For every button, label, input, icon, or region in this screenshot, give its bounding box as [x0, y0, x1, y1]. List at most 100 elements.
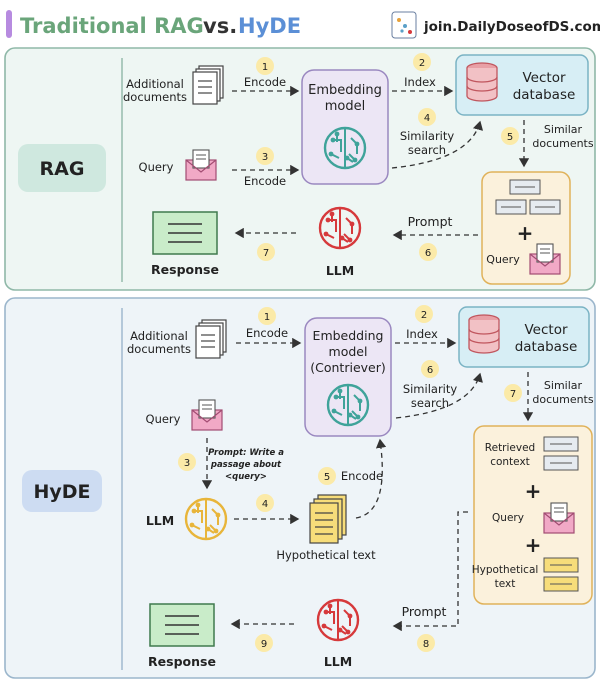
hyde-arrow-encode-5: [355, 438, 387, 519]
brand-text: join.DailyDoseofDS.com: [423, 19, 600, 35]
hyde-step-7: 7: [510, 389, 516, 400]
hyde-plus-icon-2: +: [525, 533, 542, 557]
rag-response-label: Response: [151, 262, 219, 277]
rag-context-query-label: Query: [486, 253, 520, 266]
title-hyde: HyDE: [238, 14, 301, 38]
hyde-step-6: 6: [427, 365, 433, 376]
brand-logo-icon: [391, 11, 417, 39]
rag-step-2-badge: [413, 53, 431, 71]
rag-step-1-badge: [256, 57, 274, 75]
hyde-step-4: 4: [262, 499, 268, 510]
hyde-additional-docs-label-1: Additional: [130, 329, 188, 343]
title-traditional-rag: Traditional RAG: [20, 14, 204, 38]
hyde-additional-docs-label-2: documents: [127, 342, 191, 356]
rag-step-5-badge: [501, 127, 519, 145]
hyde-arrow-similarity: [395, 372, 483, 419]
rag-response-icon: [152, 211, 218, 255]
rag-vector-db-label-1: Vector: [522, 70, 565, 86]
hyde-index-label: Index: [406, 327, 438, 341]
hyde-step-1: 1: [264, 312, 270, 323]
rag-similar-docs-label-2: documents: [532, 137, 593, 150]
hyde-step-4-badge: [256, 494, 274, 512]
hyde-similarity-label-1: Similarity: [403, 382, 458, 396]
hyde-prompt-note-2: passage about: [210, 460, 282, 470]
rag-similarity-label-2: search: [408, 143, 446, 157]
rag-label: RAG: [40, 158, 85, 180]
hyde-query-label: Query: [146, 412, 181, 426]
hyde-context-query-label: Query: [492, 512, 524, 524]
rag-additional-docs-label-1: Additional: [126, 77, 184, 91]
hyde-encode-5-label: Encode: [341, 469, 383, 483]
hyde-panel: [4, 297, 596, 679]
hyde-step-5: 5: [324, 472, 330, 483]
rag-step-5: 5: [507, 132, 513, 143]
hyde-step-7-badge: [504, 384, 522, 402]
hyde-label: HyDE: [33, 481, 90, 503]
hyde-retrieved-context-label-1: Retrieved: [485, 442, 535, 454]
hyde-step-9: 9: [261, 639, 267, 650]
hyde-response-label: Response: [148, 654, 216, 669]
hyde-step-3-badge: [178, 453, 196, 471]
hyde-retrieved-docs-icon: [543, 436, 579, 471]
hyde-hypothetical-docs-icon: [543, 557, 579, 592]
hyde-embedding-label-3: (Contriever): [310, 360, 385, 375]
rag-encode-3-label: Encode: [244, 174, 286, 188]
rag-encode-1-label: Encode: [244, 75, 286, 89]
hyde-embedding-model-box: [304, 317, 392, 437]
rag-embedding-label-2: model: [325, 99, 365, 114]
hyde-response-icon: [149, 603, 215, 647]
hyde-similar-docs-label-2: documents: [532, 393, 593, 406]
rag-step-4: 4: [424, 113, 430, 124]
rag-step-4-badge: [418, 108, 436, 126]
hyde-documents-icon: [195, 319, 227, 359]
rag-database-icon: [466, 62, 498, 102]
hyde-arrow-prompt: [392, 511, 468, 632]
hyde-step-2: 2: [421, 310, 427, 321]
rag-step-1: 1: [262, 62, 268, 73]
hyde-step-8-badge: [417, 634, 435, 652]
hyde-embedding-label-1: Embedding: [313, 328, 384, 343]
rag-query-label: Query: [139, 160, 174, 174]
rag-arrow-similarity: [391, 120, 484, 169]
hyde-plus-icon-1: +: [525, 479, 542, 503]
header-accent-bar: [6, 10, 12, 38]
hyde-similar-docs-label-1: Similar: [544, 379, 583, 392]
title-vs: vs.: [203, 14, 237, 38]
hyde-prompt-note-1: Prompt: Write a: [208, 448, 284, 458]
hyde-embedding-label-2: model: [329, 344, 368, 359]
hyde-hypothetical-text-label: Hypothetical text: [276, 548, 376, 562]
hyde-step-2-badge: [415, 305, 433, 323]
rag-vector-db-label-2: database: [513, 87, 576, 103]
hyde-step-3: 3: [184, 458, 190, 469]
rag-step-6: 6: [425, 248, 431, 259]
hyde-step-6-badge: [421, 360, 439, 378]
rag-prompt-label: Prompt: [408, 214, 453, 229]
hyde-vector-db-label-2: database: [515, 339, 578, 355]
rag-retrieved-docs-icon: [495, 179, 561, 215]
hyde-retrieved-context-label-2: context: [490, 456, 530, 468]
hyde-prompt-label: Prompt: [402, 604, 447, 619]
rag-step-7: 7: [263, 248, 269, 259]
hyde-hypothetical-text-icon: [309, 494, 347, 544]
rag-embedding-label-1: Embedding: [308, 83, 382, 98]
hyde-database-icon: [468, 314, 500, 354]
rag-index-label: Index: [404, 75, 436, 89]
hyde-step-5-badge: [318, 467, 336, 485]
rag-step-6-badge: [419, 243, 437, 261]
hyde-similarity-label-2: search: [411, 396, 449, 410]
hyde-vector-db-label-1: Vector: [524, 322, 567, 338]
hyde-label-box: [22, 470, 102, 512]
rag-similarity-label-1: Similarity: [400, 129, 455, 143]
rag-step-2: 2: [419, 58, 425, 69]
hyde-llm-label: LLM: [324, 654, 352, 669]
rag-label-box: [18, 144, 106, 192]
hyde-context-hypothetical-label-1: Hypothetical: [472, 564, 539, 576]
rag-plus-icon: +: [517, 221, 534, 245]
rag-documents-icon: [192, 65, 224, 105]
hyde-step-8: 8: [423, 639, 429, 650]
rag-similar-docs-label-1: Similar: [544, 123, 583, 136]
hyde-encode-1-label: Encode: [246, 326, 288, 340]
rag-step-3-badge: [256, 147, 274, 165]
rag-additional-docs-label-2: documents: [123, 90, 187, 104]
